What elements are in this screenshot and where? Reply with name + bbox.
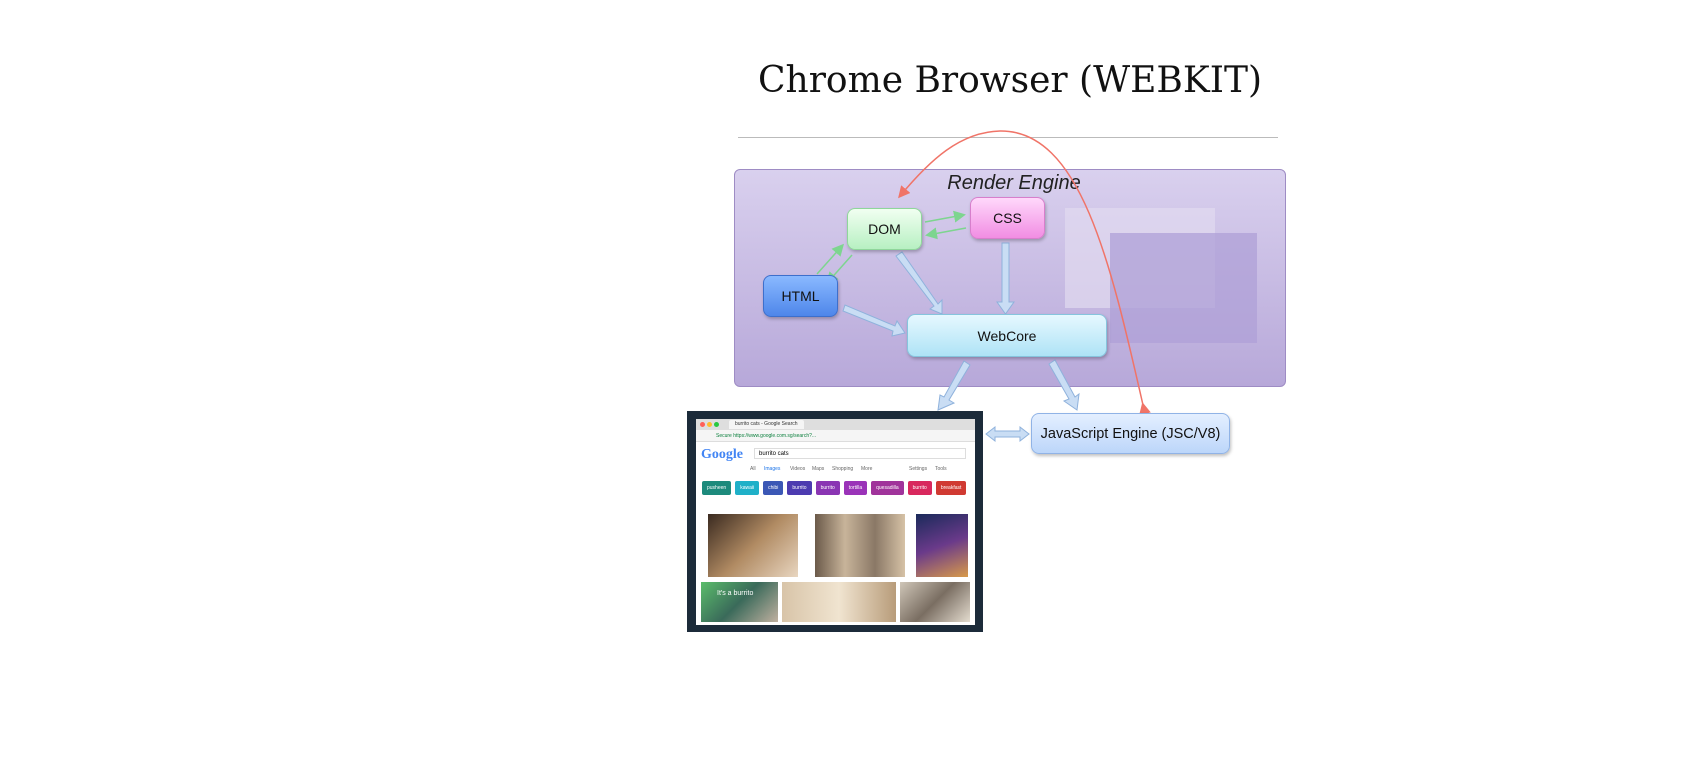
related-chip: quesadilla [871,481,904,495]
browser-screenshot: burrito cats - Google Search Secure http… [687,411,983,632]
nav-tab: Videos [790,466,806,472]
related-chip: breakfast [935,481,967,495]
cat-image [815,514,905,577]
maximize-dot-icon [714,422,719,427]
faded-box [1110,233,1257,343]
related-chip: pusheen [702,481,732,495]
webcore-node: WebCore [907,314,1107,357]
related-chip: burrito [907,481,932,495]
cat-image [900,582,970,622]
javascript-engine-node: JavaScript Engine (JSC/V8) [1031,413,1230,454]
search-input: burrito cats [754,448,966,459]
search-nav-tabs: All Images Videos Maps Shopping More Set… [696,464,975,474]
address-bar: Secure https://www.google.com.sg/search?… [696,430,975,442]
html-node: HTML [763,275,838,317]
close-dot-icon [700,422,705,427]
title-divider [738,137,1278,138]
arrow-js-screenshot [985,425,1030,443]
related-chip: burrito [787,481,812,495]
minimize-dot-icon [707,422,712,427]
nav-tab: Tools [935,466,947,472]
image-caption: It's a burrito [717,590,754,597]
url-text: Secure https://www.google.com.sg/search?… [716,432,817,439]
cat-image [708,514,798,577]
render-engine-label: Render Engine [947,172,1081,194]
dom-node: DOM [847,208,922,250]
related-chip: kawaii [735,481,760,495]
google-logo: Google [701,447,743,462]
page-title: Chrome Browser (WEBKIT) [757,60,1263,101]
related-chip: tortilla [843,481,868,495]
cat-image [782,582,896,622]
nav-tab: All [750,466,756,472]
browser-tab: burrito cats - Google Search [729,420,804,429]
css-node: CSS [970,197,1045,239]
browser-window: burrito cats - Google Search Secure http… [696,419,975,625]
nav-tab: Images [764,466,781,472]
nav-tab: More [861,466,873,472]
tab-bar: burrito cats - Google Search [696,419,975,430]
related-chip: chibi [763,481,784,495]
cat-image: It's a burrito [701,582,778,622]
search-bar: Google burrito cats [696,442,975,462]
cat-image [916,514,968,577]
nav-tab: Settings [909,466,928,472]
nav-tab: Maps [812,466,825,472]
nav-tab: Shopping [832,466,854,472]
related-chip: burrito [815,481,840,495]
